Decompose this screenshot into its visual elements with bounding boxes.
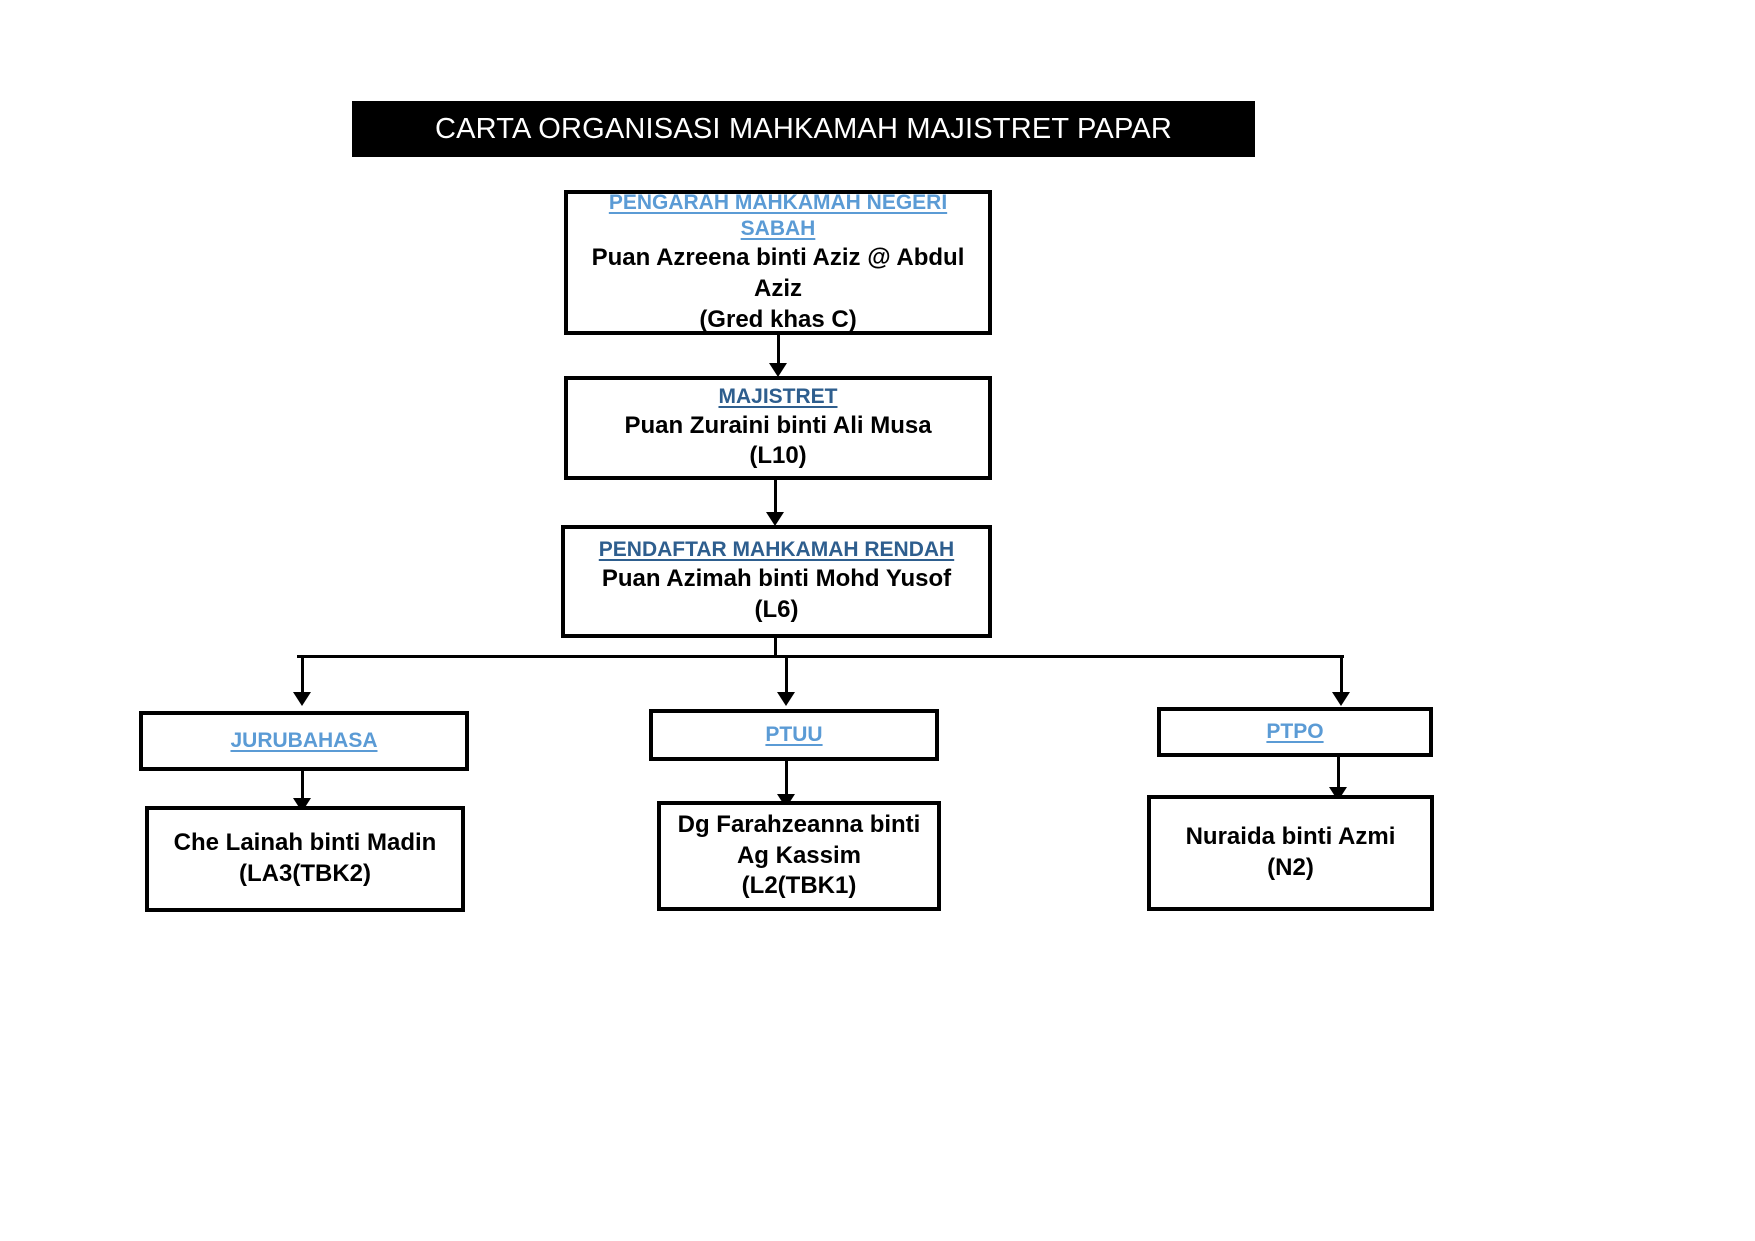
node-pendaftar-person: Puan Azimah binti Mohd Yusof [601, 565, 952, 593]
node-majistret: MAJISTRET Puan Zuraini binti Ali Musa (L… [564, 376, 992, 480]
arrowhead-ptuu [777, 692, 795, 706]
node-majistret-role: MAJISTRET [718, 384, 838, 408]
node-pendaftar-role: PENDAFTAR MAHKAMAH RENDAH [598, 538, 955, 562]
node-ptpo-role: PTPO [1266, 719, 1324, 743]
node-majistret-person: Puan Zuraini binti Ali Musa [624, 411, 932, 439]
node-pengarah: PENGARAH MAHKAMAH NEGERI SABAH Puan Azre… [564, 190, 992, 335]
connector-ptuu-person [785, 761, 788, 797]
node-jurubahasa-person-box: Che Lainah binti Madin (LA3(TBK2) [145, 806, 465, 912]
connector-ptpo-person [1337, 757, 1340, 790]
connector-pengarah-majistret [777, 335, 780, 367]
node-pengarah-role: PENGARAH MAHKAMAH NEGERI SABAH [608, 190, 948, 241]
connector-jurubahasa-person [301, 771, 304, 801]
connector-bus-ptpo [1340, 655, 1343, 695]
node-ptuu-grade: (L2(TBK1) [741, 872, 857, 900]
connector-bus-ptuu [785, 655, 788, 695]
node-ptuu-person-box: Dg Farahzeanna binti Ag Kassim (L2(TBK1) [657, 801, 941, 911]
connector-distribution-bus [297, 655, 1344, 658]
node-jurubahasa-grade: (LA3(TBK2) [239, 860, 371, 887]
connector-majistret-pendaftar [774, 480, 777, 515]
node-pendaftar: PENDAFTAR MAHKAMAH RENDAH Puan Azimah bi… [561, 525, 992, 638]
node-ptuu-role-box: PTUU [649, 709, 939, 761]
arrowhead-majistret [769, 363, 787, 377]
node-ptuu-role: PTUU [765, 722, 823, 746]
arrowhead-ptpo [1332, 692, 1350, 706]
node-pengarah-person: Puan Azreena binti Aziz @ Abdul Aziz [591, 244, 965, 303]
node-ptpo-grade: (N2) [1267, 854, 1314, 881]
node-pendaftar-grade: (L6) [754, 595, 799, 623]
arrowhead-jurubahasa [293, 692, 311, 706]
node-jurubahasa-person: Che Lainah binti Madin [173, 829, 437, 857]
node-ptpo-person: Nuraida binti Azmi [1185, 823, 1396, 851]
node-jurubahasa-role: JURUBAHASA [230, 728, 378, 752]
arrowhead-pendaftar [766, 512, 784, 526]
node-ptpo-role-box: PTPO [1157, 707, 1433, 757]
connector-bus-jurubahasa [301, 655, 304, 695]
chart-title-bar: CARTA ORGANISASI MAHKAMAH MAJISTRET PAPA… [352, 101, 1255, 157]
node-majistret-grade: (L10) [749, 442, 807, 470]
page-title: CARTA ORGANISASI MAHKAMAH MAJISTRET PAPA… [434, 112, 1173, 145]
node-ptuu-person: Dg Farahzeanna binti Ag Kassim [677, 810, 921, 869]
node-pengarah-grade: (Gred khas C) [699, 305, 857, 333]
connector-pendaftar-bus-stem [774, 638, 777, 656]
node-ptpo-person-box: Nuraida binti Azmi (N2) [1147, 795, 1434, 911]
node-jurubahasa-role-box: JURUBAHASA [139, 711, 469, 771]
